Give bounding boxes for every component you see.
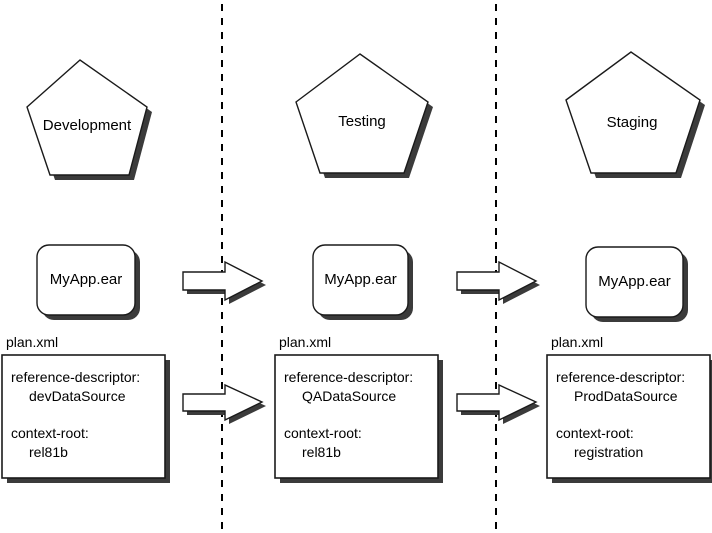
artifact-box-body — [36, 244, 136, 316]
pentagon-body — [565, 51, 701, 174]
arrow-ear-test-to-staging[interactable] — [456, 260, 540, 304]
stage-label-testing: Testing — [338, 113, 386, 130]
plan-context-root-value-development: rel81b — [29, 444, 68, 460]
plan-reference-descriptor-value-development: devDataSource — [29, 388, 126, 404]
arrow-body — [456, 383, 538, 422]
plan-box-body — [546, 354, 711, 479]
stage-label-staging: Staging — [606, 114, 658, 131]
plan-reference-descriptor-key-development: reference-descriptor: — [11, 369, 141, 385]
plan-context-root-key-testing: context-root: — [284, 425, 362, 441]
stage-pentagon-development[interactable] — [26, 59, 152, 180]
arrow-body — [182, 383, 264, 422]
plan-box-staging[interactable] — [546, 354, 712, 483]
artifact-box-body — [312, 244, 409, 316]
plan-file-label-development: plan.xml — [6, 334, 59, 350]
arrow-body — [456, 260, 538, 302]
plan-box-testing[interactable] — [274, 354, 443, 483]
arrow-ear-dev-to-test[interactable] — [182, 260, 266, 304]
artifact-label-staging: MyApp.ear — [598, 273, 671, 290]
arrow-plan-test-to-staging[interactable] — [456, 383, 540, 424]
plan-context-root-value-testing: rel81b — [302, 444, 341, 460]
plan-reference-descriptor-value-staging: ProdDataSource — [574, 388, 678, 404]
plan-reference-descriptor-key-testing: reference-descriptor: — [284, 369, 414, 385]
pentagon-body — [26, 59, 148, 176]
plan-file-label-staging: plan.xml — [551, 334, 604, 350]
stage-label-development: Development — [42, 117, 132, 134]
artifact-box-testing[interactable] — [312, 244, 413, 320]
plan-context-root-key-development: context-root: — [11, 425, 89, 441]
stage-pentagon-testing[interactable] — [295, 53, 433, 178]
plan-reference-descriptor-value-testing: QADataSource — [302, 388, 397, 404]
stage-pentagon-staging[interactable] — [565, 51, 705, 178]
arrow-body — [182, 260, 264, 302]
artifact-box-staging[interactable] — [585, 246, 688, 322]
plan-box-body — [1, 354, 166, 479]
plan-context-root-key-staging: context-root: — [556, 425, 634, 441]
artifact-box-development[interactable] — [36, 244, 140, 320]
plan-context-root-value-staging: registration — [574, 444, 644, 460]
plan-box-body — [274, 354, 439, 479]
plan-box-development[interactable] — [1, 354, 170, 483]
pentagon-body — [295, 53, 429, 174]
artifact-box-body — [585, 246, 684, 318]
plan-reference-descriptor-key-staging: reference-descriptor: — [556, 369, 686, 385]
plan-file-label-testing: plan.xml — [279, 334, 332, 350]
artifact-label-development: MyApp.ear — [49, 271, 123, 288]
artifact-label-testing: MyApp.ear — [324, 271, 397, 288]
arrow-plan-dev-to-test[interactable] — [182, 383, 266, 424]
